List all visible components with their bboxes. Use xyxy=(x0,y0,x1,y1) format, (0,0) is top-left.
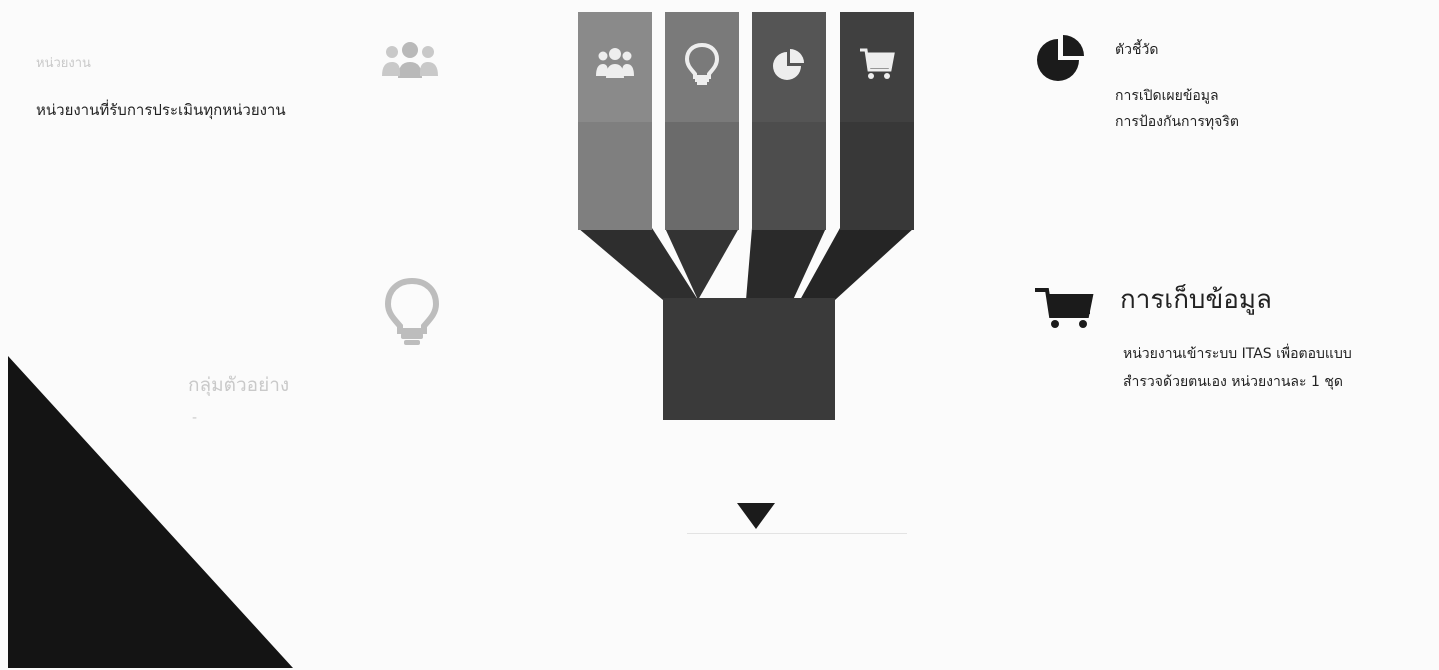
funnel-connector xyxy=(570,220,920,310)
indicator-item-anticorruption: การป้องกันการทุจริต xyxy=(1115,112,1239,132)
cart-icon xyxy=(858,42,896,86)
funnel-column-pie xyxy=(752,12,826,230)
indicators-heading: ตัวชี้วัด xyxy=(1115,40,1158,60)
corner-triangle-shape xyxy=(8,356,293,668)
units-heading: หน่วยงาน xyxy=(36,54,91,74)
collection-line-1: หน่วยงานเข้าระบบ ITAS เพื่อตอบแบบ xyxy=(1123,344,1352,364)
cart-icon xyxy=(1033,286,1099,334)
lightbulb-icon xyxy=(683,42,721,86)
divider-line xyxy=(687,533,907,534)
funnel-column-cart xyxy=(840,12,914,230)
units-description: หน่วยงานที่รับการประเมินทุกหน่วยงาน xyxy=(36,100,286,120)
indicator-item-disclosure: การเปิดเผยข้อมูล xyxy=(1115,86,1219,106)
funnel-column-lightbulb xyxy=(665,12,739,230)
lightbulb-icon xyxy=(383,277,441,351)
people-icon xyxy=(380,38,440,90)
pie-chart-icon xyxy=(770,42,808,86)
pie-chart-icon xyxy=(1031,33,1093,87)
collection-line-2: สำรวจด้วยตนเอง หน่วยงานละ 1 ชุด xyxy=(1123,372,1343,392)
people-icon xyxy=(596,42,634,86)
funnel-column-people xyxy=(578,12,652,230)
down-arrow-icon xyxy=(737,503,775,529)
funnel-base xyxy=(663,298,835,420)
collection-heading: การเก็บข้อมูล xyxy=(1120,284,1272,316)
